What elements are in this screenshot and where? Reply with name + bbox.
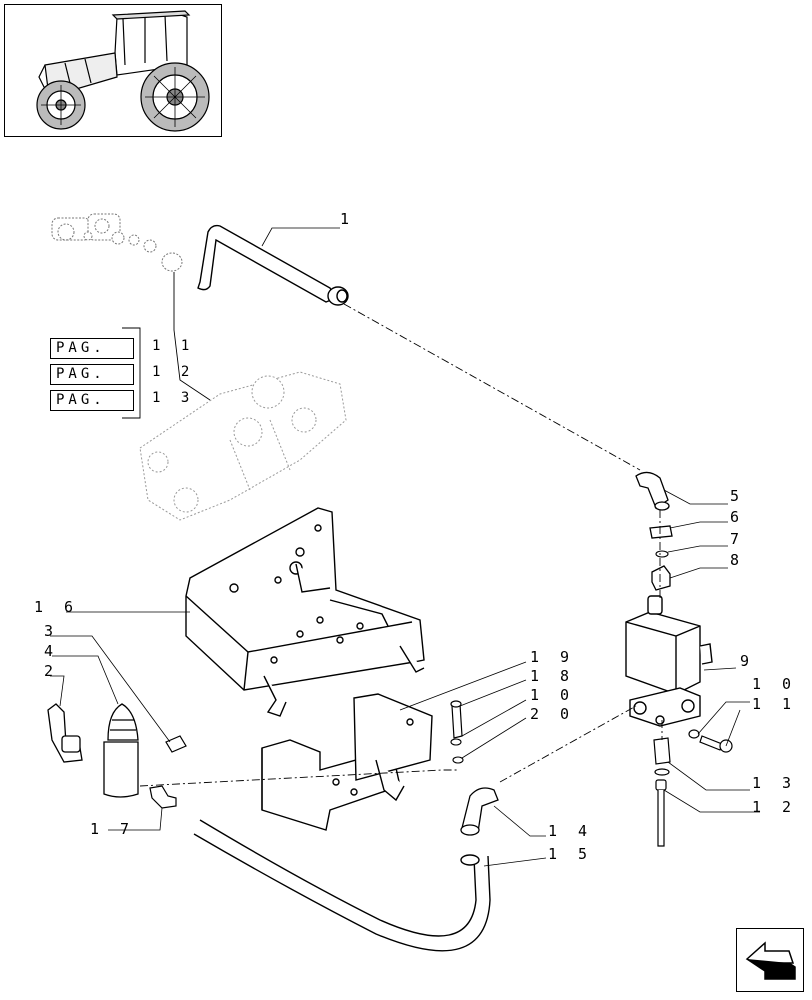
bracket-part-19 — [261, 693, 433, 831]
assembly-centerlines — [139, 303, 663, 787]
callout-11: 1 1 — [752, 695, 798, 713]
callout-6: 6 — [730, 508, 746, 526]
callout-19: 1 9 — [530, 648, 576, 666]
callout-3: 3 — [44, 622, 60, 640]
callout-4: 4 — [44, 642, 60, 660]
tube-part-12 — [655, 779, 667, 847]
callout-8: 8 — [730, 551, 746, 569]
callout-10-bracket: 1 0 — [530, 686, 576, 704]
bolt-part-10 — [450, 700, 463, 739]
seal-part-7 — [655, 550, 669, 558]
page-ref-number[interactable]: 1 1 — [152, 338, 196, 354]
callout-14: 1 4 — [548, 822, 594, 840]
fitting-part-5 — [635, 471, 670, 511]
fitting-part-13 — [653, 737, 671, 776]
tractor-thumbnail-icon — [36, 10, 210, 132]
bolt-part-11 — [699, 735, 733, 753]
callout-10: 1 0 — [752, 675, 798, 693]
callout-2: 2 — [44, 662, 60, 680]
elbow-part-2 — [47, 703, 83, 763]
tractor-thumbnail — [4, 4, 222, 137]
fitting-part-8 — [651, 565, 671, 591]
pipe-part-1 — [197, 224, 349, 306]
fitting-part-17 — [149, 785, 177, 809]
callout-1: 1 — [340, 210, 356, 228]
callout-5: 5 — [730, 487, 746, 505]
page-ref-box[interactable]: PAG. — [50, 338, 134, 359]
callout-15: 1 5 — [548, 845, 594, 863]
callout-7: 7 — [730, 530, 746, 548]
elbow-fitting-part-14 — [460, 787, 499, 836]
callout-12: 1 2 — [752, 798, 798, 816]
plug-part-3 — [165, 735, 187, 753]
washer-part-20 — [450, 738, 464, 764]
fittings-group-top — [51, 213, 183, 272]
page-ref-number[interactable]: 1 2 — [152, 364, 196, 380]
callout-20: 2 0 — [530, 705, 576, 723]
callout-18: 1 8 — [530, 667, 576, 685]
filter-part-4 — [103, 703, 139, 798]
valve-body-phantom — [139, 371, 347, 521]
next-page-button[interactable] — [736, 928, 804, 992]
hose-part-15 — [193, 819, 491, 952]
callout-leaders — [50, 227, 760, 867]
nut-part-6 — [649, 525, 673, 539]
bracket-part-16 — [185, 507, 425, 717]
page-ref-box[interactable]: PAG. — [50, 390, 134, 411]
callout-13: 1 3 — [752, 774, 798, 792]
callout-17: 1 7 — [90, 820, 136, 838]
washer-part-10 — [688, 729, 700, 739]
callout-9: 9 — [740, 652, 756, 670]
page-ref-box[interactable]: PAG. — [50, 364, 134, 385]
next-page-arrow-icon — [745, 941, 796, 980]
page-ref-number[interactable]: 1 3 — [152, 390, 196, 406]
callout-16: 1 6 — [34, 598, 80, 616]
solenoid-valve-part-9 — [625, 595, 713, 727]
